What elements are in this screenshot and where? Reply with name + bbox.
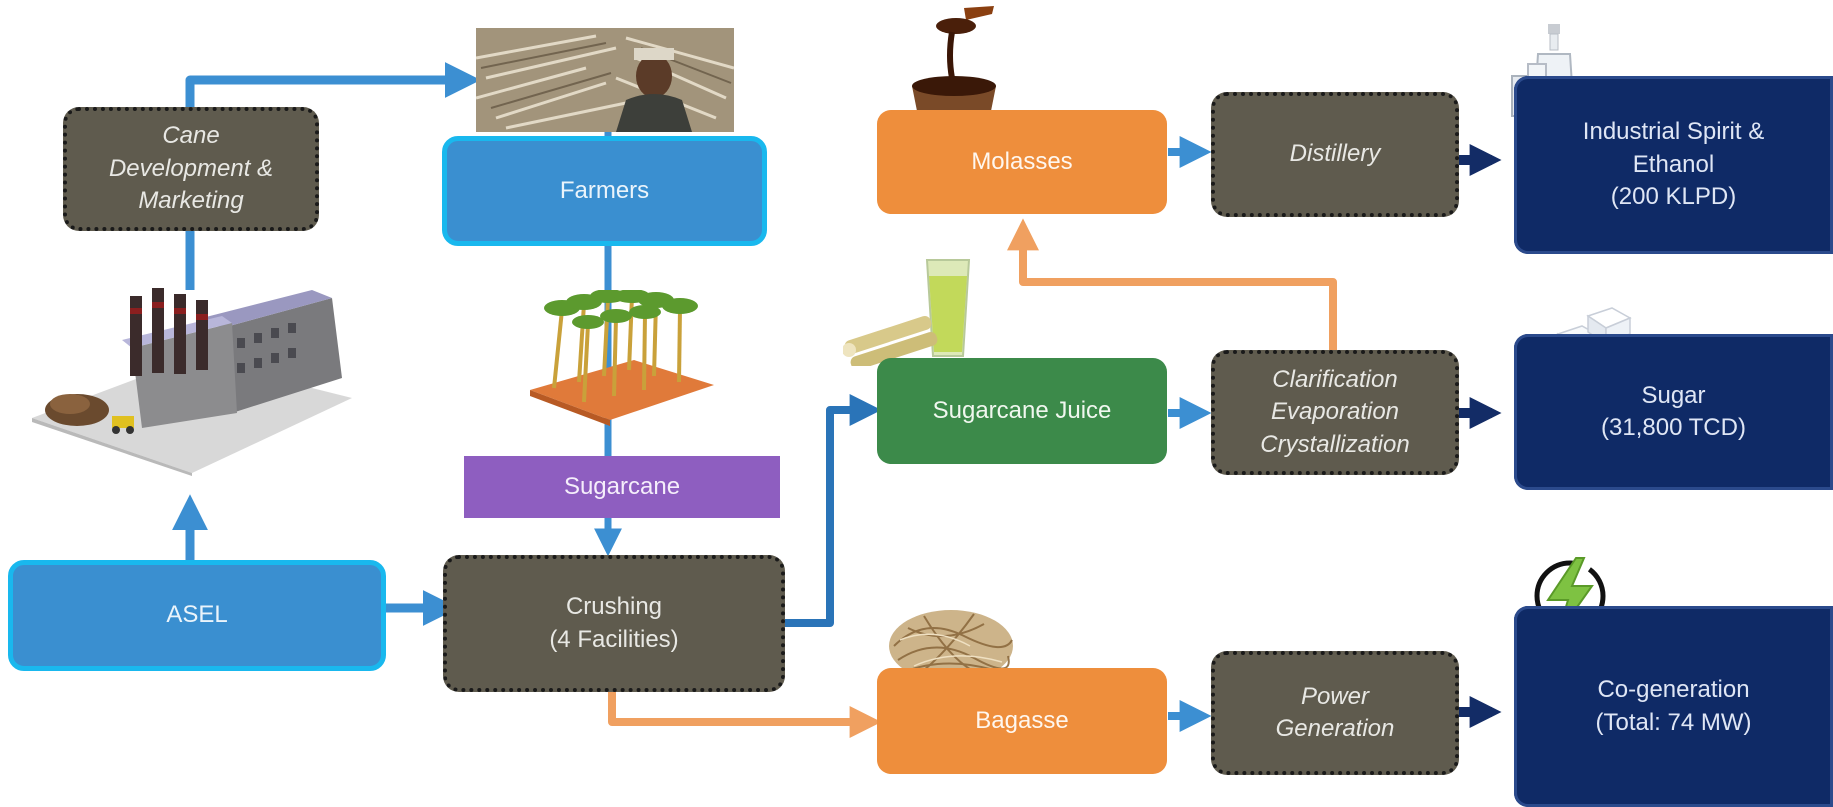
sugarcane-field-illustration xyxy=(530,290,714,426)
cogeneration-box: Co-generation (Total: 74 MW) xyxy=(1514,606,1833,807)
crushing-box: Crushing (4 Facilities) xyxy=(443,555,785,692)
farmers-box: Farmers xyxy=(442,136,767,246)
sugarcane-juice-label: Sugarcane Juice xyxy=(932,396,1112,424)
farmer-carrying-cane-photo xyxy=(476,28,734,132)
spoon-molasses-icon xyxy=(912,6,996,121)
industrial-spirit-label: Industrial Spirit & Ethanol (200 KLPD) xyxy=(1582,118,1765,211)
cogeneration-label: Co-generation (Total: 74 MW) xyxy=(1595,676,1752,736)
power-generation-box: Power Generation xyxy=(1211,651,1459,775)
sugarcane-juice-box: Sugarcane Juice xyxy=(877,358,1167,464)
asel-box: ASEL xyxy=(8,560,386,671)
sugarcane-box: Sugarcane xyxy=(464,456,780,518)
power-generation-label: Power Generation xyxy=(1275,682,1395,742)
cane-development-box: Cane Development & Marketing xyxy=(63,107,319,231)
bagasse-label: Bagasse xyxy=(975,706,1069,734)
cane-development-label: Cane Development & Marketing xyxy=(108,122,274,215)
distillery-label: Distillery xyxy=(1289,140,1381,168)
sugarcane-label: Sugarcane xyxy=(563,472,681,500)
sugar-box: Sugar (31,800 TCD) xyxy=(1514,334,1833,490)
juice-glass-icon xyxy=(843,259,971,366)
arrow-clarification-to-molasses xyxy=(1007,218,1337,350)
arrow-crushing-to-bagasse xyxy=(608,690,882,738)
molasses-box: Molasses xyxy=(877,110,1167,214)
sugar-label: Sugar (31,800 TCD) xyxy=(1601,381,1746,441)
clarification-label: Clarification Evaporation Crystallizatio… xyxy=(1260,365,1410,458)
distillery-box: Distillery xyxy=(1211,92,1459,217)
asel-label: ASEL xyxy=(166,601,228,629)
factory-illustration xyxy=(32,288,352,476)
molasses-label: Molasses xyxy=(971,147,1073,175)
crushing-label: Crushing (4 Facilities) xyxy=(549,593,679,653)
industrial-spirit-box: Industrial Spirit & Ethanol (200 KLPD) xyxy=(1514,76,1833,254)
clarification-box: Clarification Evaporation Crystallizatio… xyxy=(1211,350,1459,475)
arrow-crushing-to-juice xyxy=(785,394,882,627)
farmers-label: Farmers xyxy=(559,176,650,204)
bagasse-box: Bagasse xyxy=(877,668,1167,774)
